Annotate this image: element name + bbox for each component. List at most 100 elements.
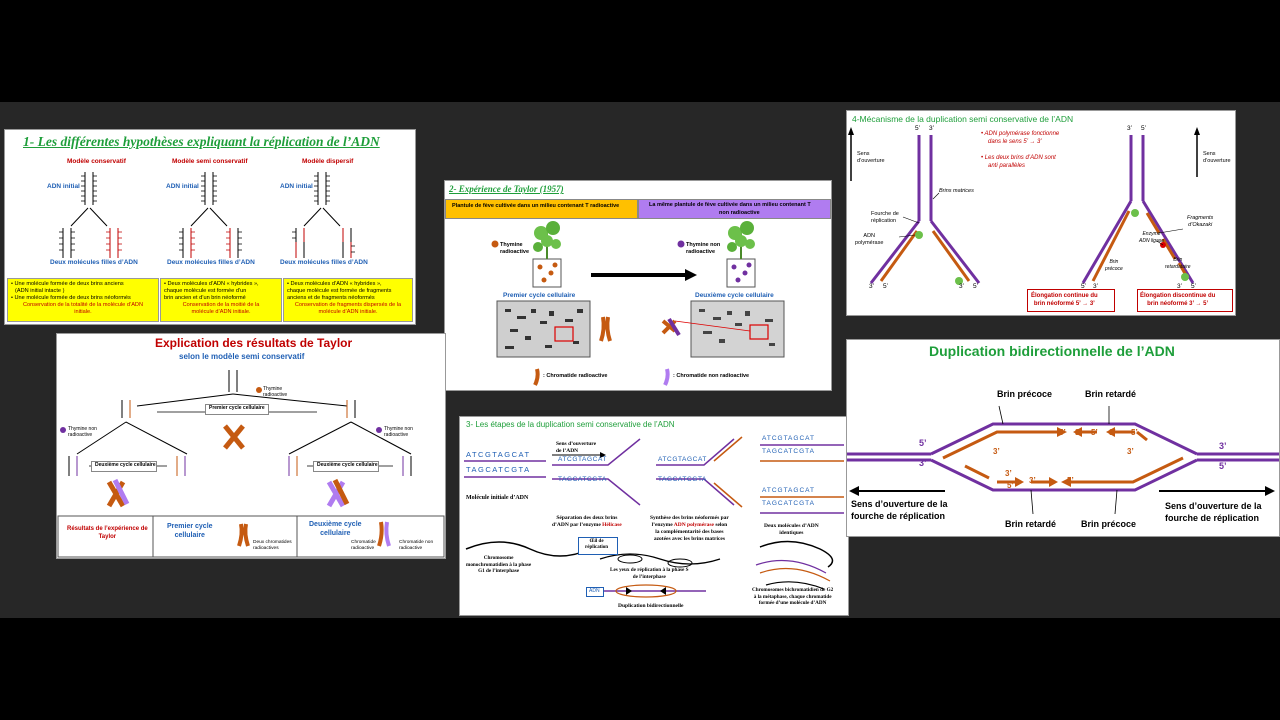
- bidir-5-left-top: 5’: [919, 438, 927, 448]
- explanation-thymine-non-radioactive-left: Thymine non radioactive: [68, 426, 97, 438]
- adn-initial-label-3: ADN initial: [280, 183, 313, 190]
- adn-initial-label-1: ADN initial: [47, 183, 80, 190]
- panel-mechanism: 4-Mécanisme de la duplication semi conse…: [846, 110, 1236, 316]
- bullet-polymerase: • ADN polymérase fonctionne dans le sens…: [981, 131, 1060, 145]
- fragments-okazaki-label: Fragments d’Okazaki: [1187, 215, 1214, 229]
- bidir-3-left-bottom: 3’: [919, 458, 927, 468]
- daughters-label-1: Deux molécules filles d’ADN: [50, 259, 138, 266]
- adn-box: ADN: [586, 587, 604, 597]
- panel-duplication-steps: 3- Les étapes de la duplication semi con…: [459, 416, 849, 616]
- hypothesis-box-dispersif: • Deux molécules d’ADN « hybrides », cha…: [283, 278, 413, 322]
- seq-step2-bottom: TAGCATCGTA: [558, 476, 607, 483]
- thymine-non-radioactive-label: Thymine non radioactive: [686, 242, 721, 255]
- table-chromatide-non-radioactive: Chromatide non radioactive: [399, 540, 434, 551]
- brins-matrices-label: Brins matrices: [939, 188, 974, 194]
- plant-non-radioactive: [726, 221, 756, 288]
- chromosome-mono-label: Chromosome monochromatidien à la phase G…: [466, 555, 532, 574]
- panel-mechanism-title: 4-Mécanisme de la duplication semi conse…: [852, 114, 1074, 124]
- panel-steps-title: 3- Les étapes de la duplication semi con…: [466, 420, 675, 429]
- seq-step3-top: ATCGTAGCAT: [658, 456, 707, 463]
- taylor-explanation-diagram: [57, 370, 445, 558]
- panel-bidirectional-title: Duplication bidirectionnelle de l’ADN: [929, 343, 1175, 359]
- mechanism-diagram: [848, 127, 1200, 285]
- panel-bidirectional: Duplication bidirectionnelle de l’ADN Br…: [846, 339, 1280, 537]
- mech-5-bottom-mid: 5’: [973, 283, 979, 290]
- mech-3-top-right: 3’: [1127, 125, 1133, 132]
- bidir-sens-left: Sens d’ouverture de la fourche de réplic…: [851, 499, 948, 522]
- legend-radioactive: : Chromatide radioactive: [543, 373, 608, 379]
- bidir-brin-retarde-bottom: Brin retardé: [1005, 519, 1057, 529]
- table-chromatide-radioactive: Chromatide radioactive: [351, 540, 376, 551]
- hypotheses-dna-diagram: [59, 172, 355, 258]
- hypothesis-box-semi-conservatif: • Deux molécules d’ADN « hybrides », cha…: [160, 278, 282, 322]
- plant-radioactive: [532, 221, 562, 288]
- mech-3-bottom-left: 3’: [869, 283, 875, 290]
- duplication-steps-diagram: [464, 436, 844, 598]
- table-cycle2: Deuxième cycle cellulaire: [309, 521, 362, 538]
- chromosomes-bichro-label: Chromosomes bichromatidien de G2 à la mé…: [752, 587, 834, 606]
- bidir-label-5a: 5’: [1059, 428, 1066, 437]
- explanation-thymine-radioactive: Thymine radioactive: [263, 386, 288, 398]
- sens-ouverture-right: Sens d’ouverture: [1203, 151, 1231, 165]
- adn-initial-label-2: ADN initial: [166, 183, 199, 190]
- bidir-label-5d: 5’: [1007, 481, 1014, 490]
- synthese-label: Synthèse des brins néoformés par l’enzym…: [650, 515, 729, 542]
- elongation-continue-box: Élongation continue du brin néoformé 5’ …: [1027, 289, 1115, 312]
- bidir-label-3f: 3’: [1127, 447, 1134, 456]
- fourche-label: Fourche de réplication: [871, 211, 899, 225]
- table-cycle1: Premier cycle cellulaire: [167, 523, 213, 540]
- panel-hypotheses: 1- Les différentes hypothèses expliquant…: [4, 129, 416, 325]
- daughters-label-3: Deux molécules filles d’ADN: [280, 259, 368, 266]
- bidirectional-diagram: [847, 405, 1279, 515]
- bidir-3-right-top: 3’: [1219, 441, 1227, 451]
- panel-taylor-explanation: Explication des résultats de Taylor selo…: [56, 333, 446, 559]
- duplication-bidir-label: Duplication bidirectionnelle: [618, 603, 684, 609]
- bidir-label-3a: 3’: [1075, 428, 1082, 437]
- separation-label: Séparation des deux brins d’ADN par l’en…: [552, 515, 622, 528]
- taylor-experiment-figure: [491, 221, 785, 386]
- explanation-cycle1-box: Premier cycle cellulaire: [205, 404, 269, 415]
- model-semi-conservatif-label: Modèle semi conservatif: [172, 158, 248, 165]
- seq-result1-bottom: TAGCATCGTA: [762, 448, 815, 455]
- mech-5-bottom-right-a: 5’: [1081, 283, 1087, 290]
- bidir-label-5b: 5’: [1091, 428, 1098, 437]
- legend-non-radioactive: : Chromatide non radioactive: [673, 373, 750, 379]
- mech-5-bottom-right-b: 5’: [1191, 283, 1197, 290]
- daughters-label-2: Deux molécules filles d’ADN: [167, 259, 255, 266]
- seq-result2-bottom: TAGCATCGTA: [762, 500, 815, 507]
- mech-3-bottom-right-b: 3’: [1177, 283, 1183, 290]
- mech-3-bottom-right-a: 3’: [1093, 283, 1099, 290]
- explanation-thymine-non-radioactive-right: Thymine non radioactive: [384, 426, 413, 438]
- bidir-5-right-bottom: 5’: [1219, 461, 1227, 471]
- seq-result2-top: ATCGTAGCAT: [762, 487, 815, 494]
- premier-cycle-label: Premier cycle cellulaire: [503, 292, 576, 299]
- model-dispersif-label: Modèle dispersif: [302, 158, 354, 165]
- adn-polymerase-label: ADN polymérase: [855, 233, 884, 247]
- bidir-label-3e: 3’: [1029, 476, 1036, 485]
- hypothesis-box-conservatif: • Une molécule formée de deux brins anci…: [7, 278, 159, 322]
- panel-explanation-title: Explication des résultats de Taylor: [155, 336, 353, 350]
- bidir-label-5c: 5’: [1131, 428, 1138, 437]
- model-conservatif-label: Modèle conservatif: [67, 158, 126, 165]
- bidir-label-3b: 3’: [1109, 428, 1116, 437]
- seq-initial-top: ATCGTAGCAT: [466, 450, 531, 459]
- seq-result1-top: ATCGTAGCAT: [762, 435, 815, 442]
- table-label: Résultats de l’expérience de Taylor: [67, 526, 148, 540]
- table-deux-chromatides: Deux chromatides radioactives: [253, 540, 292, 551]
- explanation-cycle2-box-left: Deuxième cycle cellulaire: [91, 461, 157, 472]
- explanation-cycle2-box-right: Deuxième cycle cellulaire: [313, 461, 379, 472]
- panel-taylor-title: 2- Expérience de Taylor (1957): [449, 184, 564, 194]
- brin-retardataire-label: Brin retardataire: [1165, 257, 1191, 270]
- seq-step3-bottom: TAGCATCGTA: [658, 476, 707, 483]
- seq-initial-bottom: TAGCATCGTA: [466, 465, 531, 474]
- oeil-replication-box: Œil de réplication: [578, 537, 618, 555]
- bidir-brin-precoce-top: Brin précoce: [997, 389, 1053, 399]
- header-non-radioactive: La même plantule de fève cultivée dans u…: [638, 199, 831, 219]
- deuxieme-cycle-label: Deuxième cycle cellulaire: [695, 292, 774, 299]
- bullet-antiparallel: • Les deux brins d’ADN sont anti parallè…: [981, 155, 1056, 169]
- bidir-brin-retarde-top: Brin retardé: [1085, 389, 1137, 399]
- mech-5-top-right: 5’: [1141, 125, 1147, 132]
- deux-molecules-label: Deux molécules d’ADN identiques: [764, 523, 819, 536]
- bidir-sens-right: Sens d’ouverture de la fourche de réplic…: [1165, 501, 1262, 524]
- header-radioactive: Plantule de fève cultivée dans un milieu…: [445, 199, 638, 219]
